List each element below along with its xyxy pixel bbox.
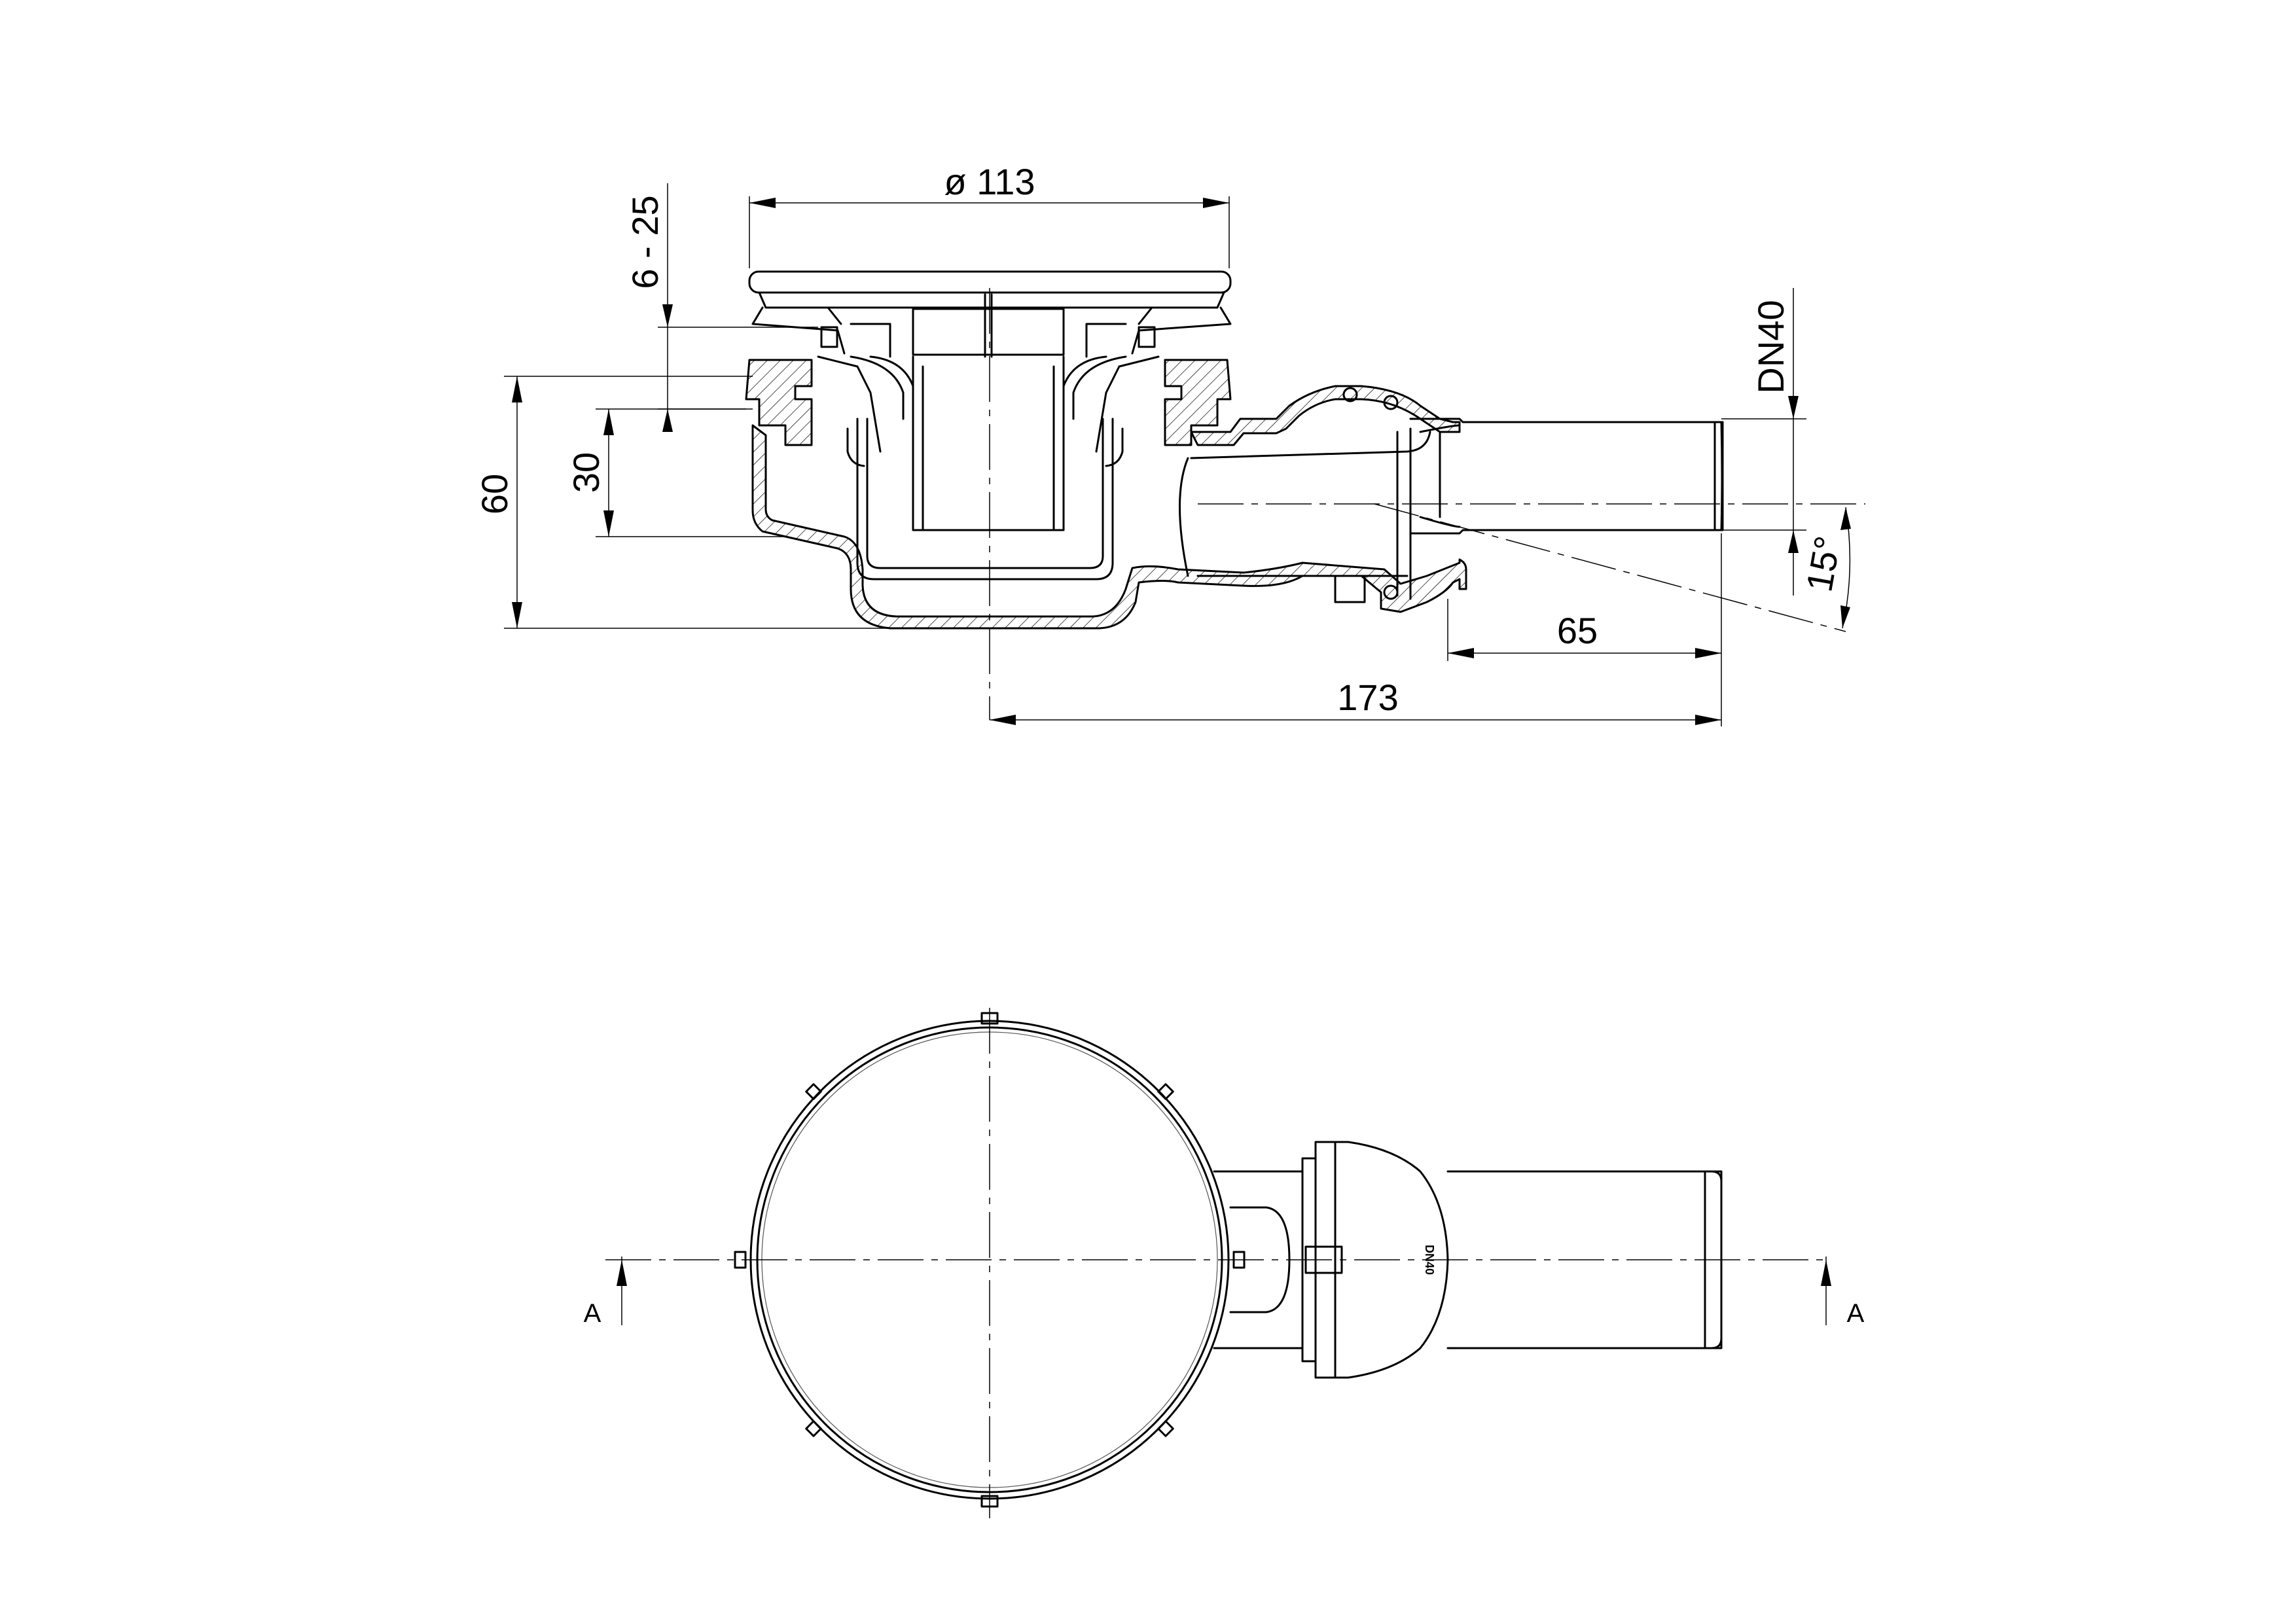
dim-total-height-label: 60 bbox=[474, 474, 515, 514]
dim-total-height: 60 bbox=[474, 376, 916, 629]
dim-spigot-length-label: 65 bbox=[1557, 610, 1598, 651]
dim-cover-diameter-label: ø 113 bbox=[944, 161, 1035, 202]
dim-water-seal: 30 bbox=[565, 408, 785, 537]
drain-body-shell bbox=[751, 424, 1467, 630]
plan-view: DN40 A A bbox=[584, 1008, 1865, 1518]
dim-adjust-range: 6 - 25 bbox=[624, 183, 818, 432]
dim-outlet-angle: 15° bbox=[1798, 507, 1851, 629]
dim-outlet-size-label: DN40 bbox=[1750, 300, 1791, 393]
dim-overall-length-label: 173 bbox=[1337, 677, 1398, 718]
dim-water-seal-label: 30 bbox=[565, 452, 607, 493]
dim-outlet-angle-label: 15° bbox=[1798, 533, 1848, 594]
dim-cover-diameter: ø 113 bbox=[749, 161, 1230, 268]
section-marker-right: A bbox=[1821, 1257, 1865, 1328]
bell-trap bbox=[846, 355, 1127, 580]
dim-outlet-size: DN40 bbox=[1721, 288, 1806, 596]
section-marker-left-label: A bbox=[584, 1299, 601, 1328]
outlet-centerline-sloped bbox=[1374, 503, 1846, 632]
dim-spigot-length: 65 bbox=[1447, 533, 1722, 726]
dim-adjust-range-label: 6 - 25 bbox=[624, 195, 666, 289]
section-view: ø 113 6 - 25 60 30 bbox=[474, 161, 1865, 726]
dim-overall-length: 173 bbox=[990, 677, 1721, 725]
section-marker-right-label: A bbox=[1847, 1299, 1865, 1328]
frame-ring bbox=[745, 326, 1232, 453]
outlet-socket-upper bbox=[1190, 385, 1461, 446]
section-marker-left: A bbox=[584, 1257, 627, 1328]
